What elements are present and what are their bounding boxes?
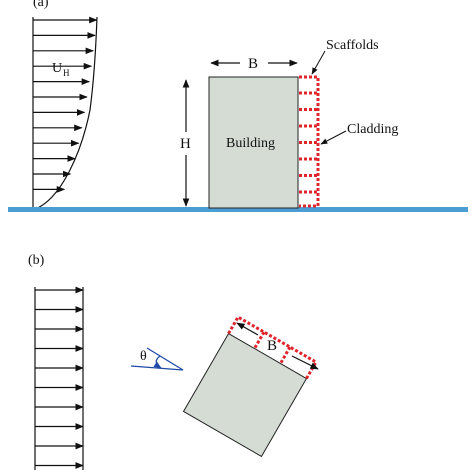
building-label: Building — [226, 136, 275, 151]
scaffold-face-line — [146, 347, 184, 371]
velocity-symbol: U — [52, 61, 62, 76]
scaffold-outline — [299, 75, 320, 208]
cladding-label: Cladding — [347, 122, 398, 137]
panel-b-label: (b) — [28, 253, 45, 268]
scaffolds-b — [227, 315, 319, 380]
panel-a: (a) U H Building B — [8, 0, 468, 212]
angle-indicator — [130, 347, 184, 371]
wind-direction-line — [130, 365, 184, 371]
scaffolds-a — [299, 75, 320, 208]
height-label: H — [180, 136, 191, 152]
velocity-subscript: H — [63, 68, 70, 78]
wind-profile-a — [32, 16, 98, 211]
scaffold-b-rung — [253, 331, 266, 350]
ground-line — [8, 207, 468, 212]
width-b-arrow-right — [291, 355, 319, 370]
scaffolds-label: Scaffolds — [326, 38, 379, 53]
wind-arrows-a — [33, 16, 98, 193]
panel-b: (b) θ B — [28, 253, 319, 470]
wind-arrows-b — [35, 286, 84, 469]
building-a — [208, 76, 299, 209]
cladding-leader — [320, 130, 347, 145]
scaffolds-leader — [311, 50, 326, 75]
panel-a-label: (a) — [33, 0, 49, 10]
width-label-a: B — [248, 56, 258, 72]
width-b-arrow-left — [236, 322, 259, 336]
velocity-label: U H — [52, 61, 70, 78]
angle-arc — [153, 355, 162, 369]
angle-label: θ — [140, 349, 147, 364]
building-b — [182, 332, 308, 458]
power-law-profile-curve — [32, 16, 98, 211]
width-label-b: B — [267, 338, 277, 354]
rotated-building-group — [182, 315, 319, 458]
wind-profile-b — [34, 286, 84, 470]
width-dimension-b — [236, 322, 319, 370]
scaffold-b-rung — [279, 346, 292, 365]
scaffold-rungs — [299, 91, 318, 194]
